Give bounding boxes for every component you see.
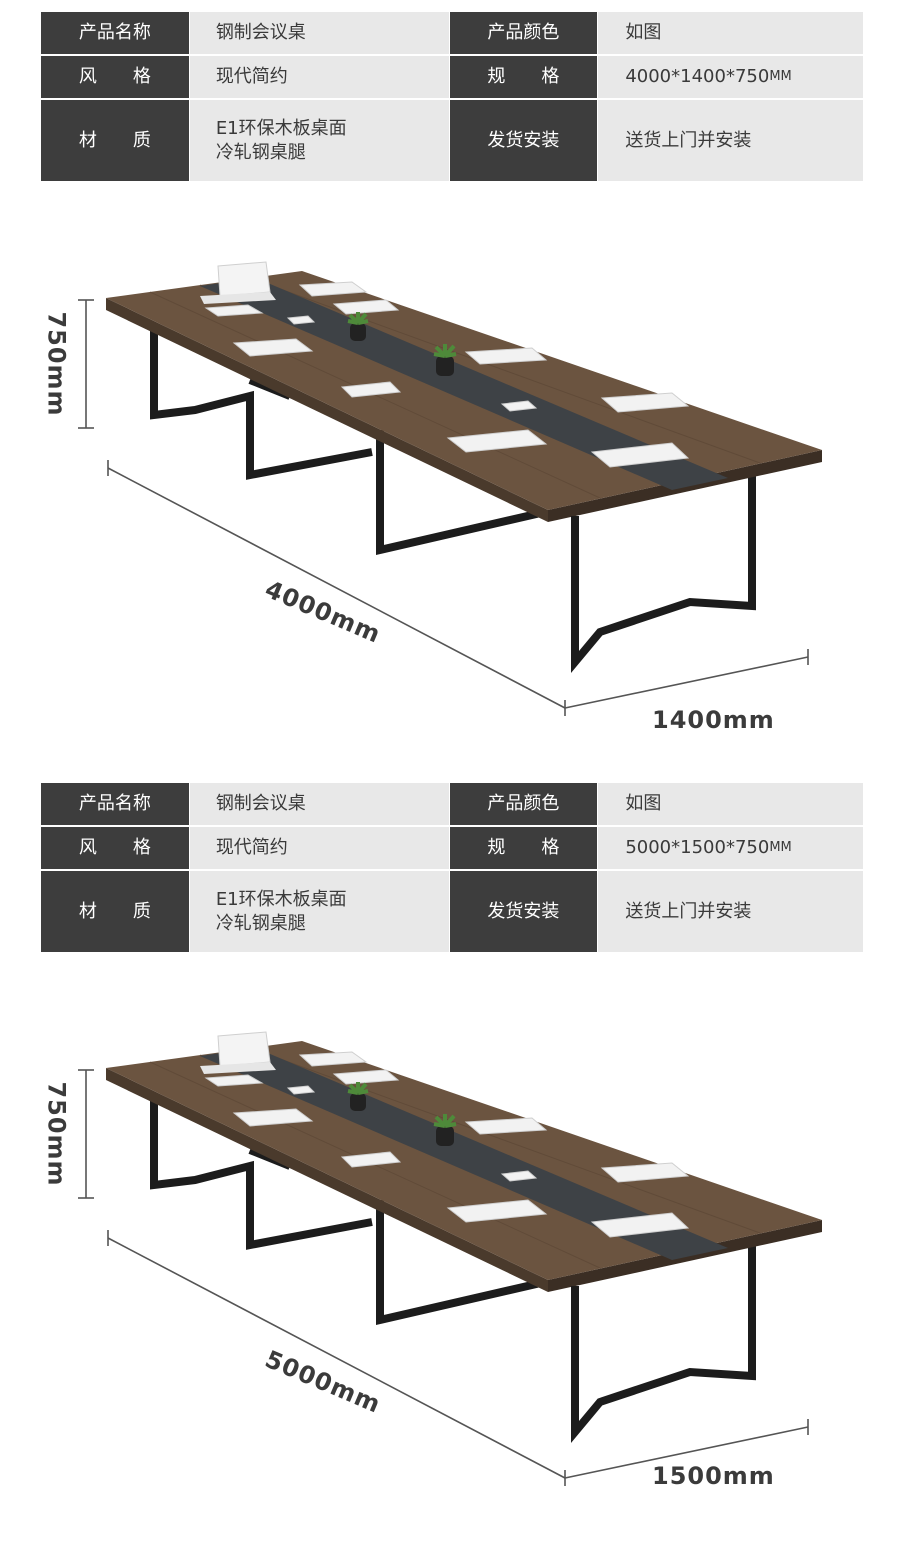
spec-value-material: E1环保木板桌面 冷轧钢桌腿 bbox=[189, 871, 449, 952]
width-dimension: 1500mm bbox=[652, 1462, 775, 1490]
spec-value: 如图 bbox=[598, 783, 864, 825]
spec-value: 如图 bbox=[598, 12, 864, 54]
size-value: 5000*1500*750 bbox=[625, 837, 770, 858]
spec-value: 现代简约 bbox=[189, 56, 449, 98]
material-line: 冷轧钢桌腿 bbox=[215, 141, 306, 163]
size-value: 4000*1400*750 bbox=[625, 66, 770, 87]
spec-key: 风 格 bbox=[41, 827, 189, 869]
table-illustration-1: 750mm 4000mm 1400mm bbox=[0, 200, 900, 760]
spec-row: 产品名称 钢制会议桌 产品颜色 如图 bbox=[41, 783, 864, 825]
spec-row: 产品名称 钢制会议桌 产品颜色 如图 bbox=[41, 12, 864, 54]
spec-value: 钢制会议桌 bbox=[189, 12, 449, 54]
spec-value: 送货上门并安装 bbox=[598, 871, 864, 952]
material-line: E1环保木板桌面 bbox=[215, 117, 347, 139]
spec-key: 产品名称 bbox=[41, 12, 189, 54]
spec-key: 产品名称 bbox=[41, 783, 189, 825]
size-unit: MM bbox=[769, 69, 792, 84]
spec-key: 产品颜色 bbox=[449, 783, 598, 825]
material-line: E1环保木板桌面 bbox=[215, 888, 347, 910]
conference-table-image bbox=[78, 1031, 822, 1486]
height-dimension: 750mm bbox=[42, 311, 71, 417]
material-line: 冷轧钢桌腿 bbox=[215, 912, 306, 934]
spec-key: 发货安装 bbox=[449, 871, 598, 952]
spec-value: 送货上门并安装 bbox=[598, 100, 864, 181]
table-illustration-2: 750mm 5000mm 1500mm bbox=[0, 970, 900, 1530]
spec-value: 现代简约 bbox=[189, 827, 449, 869]
spec-key: 发货安装 bbox=[449, 100, 598, 181]
spec-row: 材 质 E1环保木板桌面 冷轧钢桌腿 发货安装 送货上门并安装 bbox=[41, 871, 864, 952]
height-dimension: 750mm bbox=[42, 1081, 71, 1187]
spec-row: 材 质 E1环保木板桌面 冷轧钢桌腿 发货安装 送货上门并安装 bbox=[41, 100, 864, 181]
spec-key: 产品颜色 bbox=[449, 12, 598, 54]
size-unit: MM bbox=[769, 840, 792, 855]
spec-value: 钢制会议桌 bbox=[189, 783, 449, 825]
spec-key: 材 质 bbox=[41, 100, 189, 181]
conference-table-image bbox=[78, 261, 822, 716]
spec-value-material: E1环保木板桌面 冷轧钢桌腿 bbox=[189, 100, 449, 181]
spec-key: 风 格 bbox=[41, 56, 189, 98]
spec-key: 规 格 bbox=[449, 827, 598, 869]
spec-key: 材 质 bbox=[41, 871, 189, 952]
spec-key: 规 格 bbox=[449, 56, 598, 98]
spec-table-2: 产品名称 钢制会议桌 产品颜色 如图 风 格 现代简约 规 格 5000*150… bbox=[41, 783, 864, 954]
width-dimension: 1400mm bbox=[652, 706, 775, 734]
spec-table-1: 产品名称 钢制会议桌 产品颜色 如图 风 格 现代简约 规 格 4000*140… bbox=[41, 12, 864, 183]
